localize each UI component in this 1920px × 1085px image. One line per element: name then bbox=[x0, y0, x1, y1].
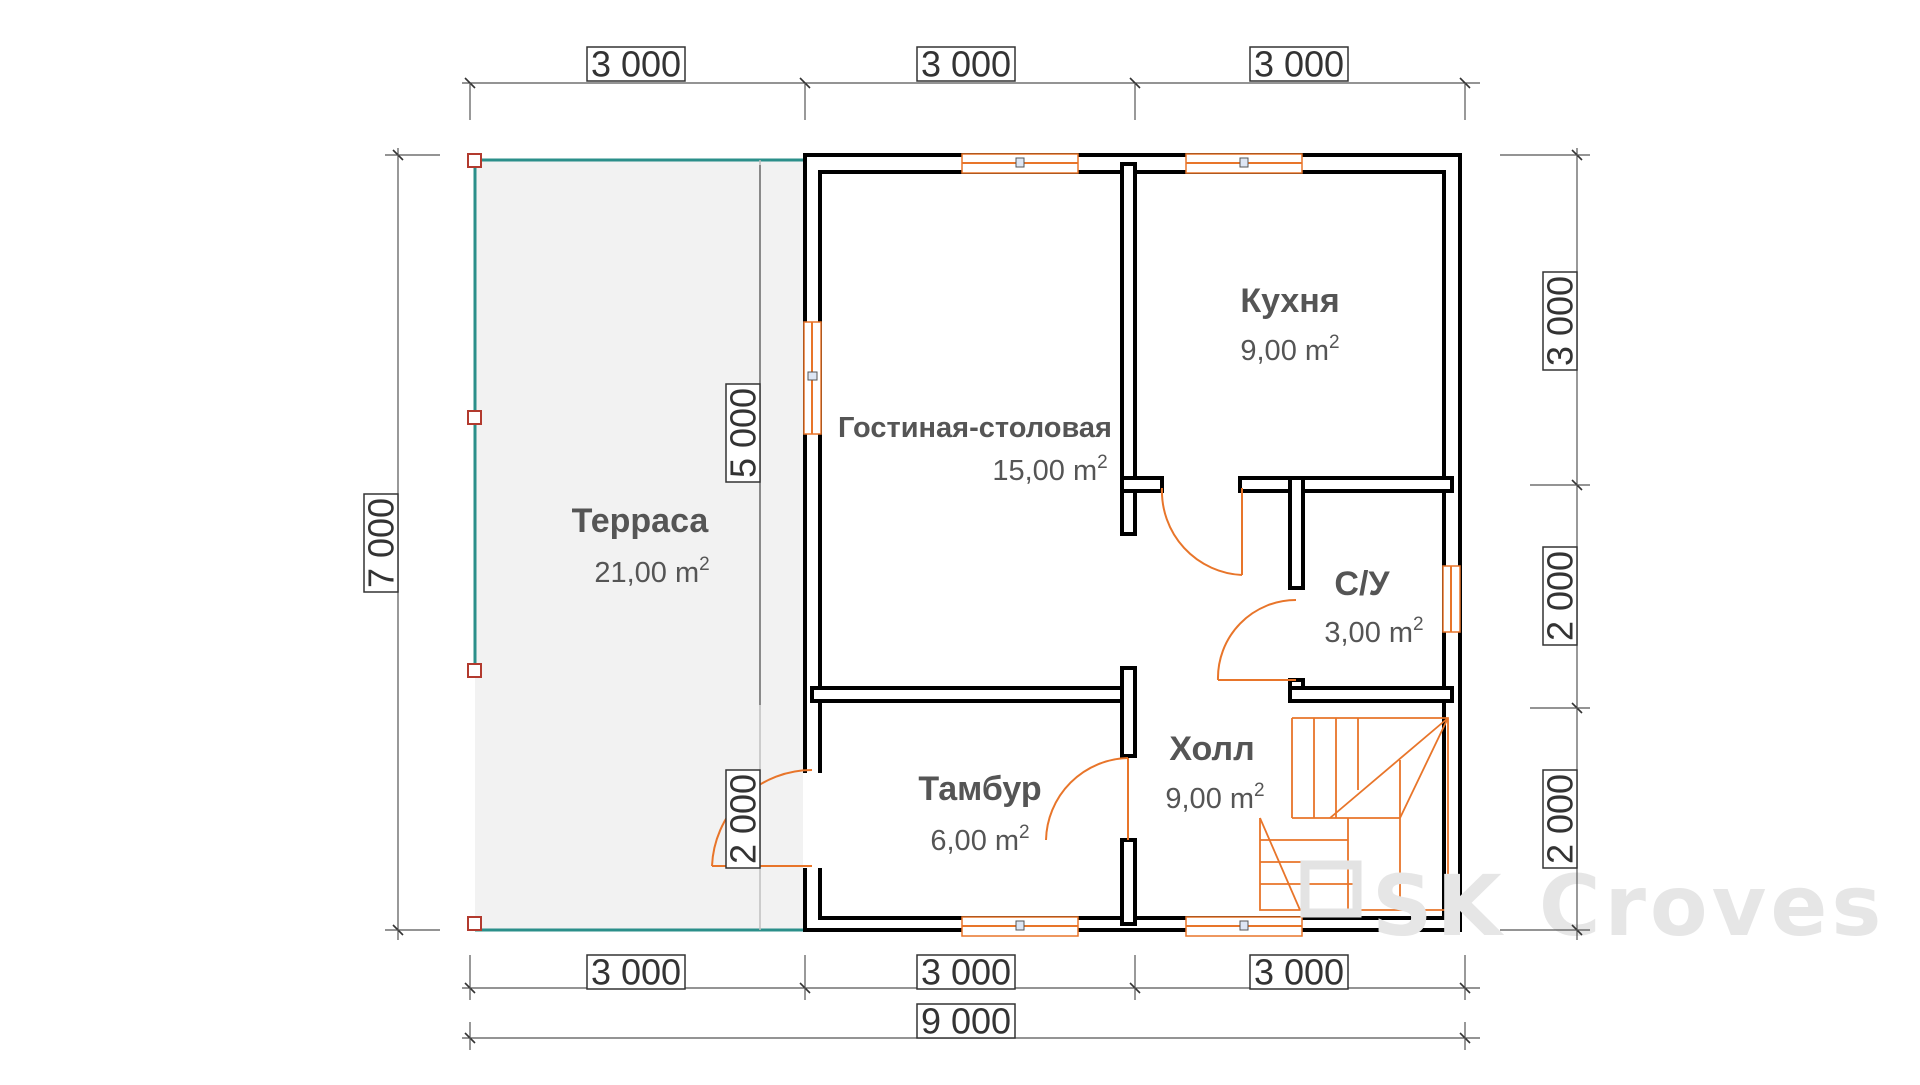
svg-text:3 000: 3 000 bbox=[921, 952, 1011, 993]
dim-terrace-upper: 5 000 bbox=[723, 383, 764, 483]
room-area-hall: 9,00 m2 bbox=[1165, 780, 1264, 815]
watermark: SK Croves bbox=[1300, 857, 1885, 955]
svg-text:2 000: 2 000 bbox=[1540, 551, 1581, 641]
dim-top-2: 3 000 bbox=[916, 44, 1016, 85]
room-name-kitchen: Кухня bbox=[1240, 282, 1339, 320]
svg-text:9 000: 9 000 bbox=[921, 1001, 1011, 1042]
wall-kitchen-bottom-left bbox=[1120, 476, 1164, 493]
svg-text:7 000: 7 000 bbox=[361, 498, 402, 588]
watermark-text: SK Croves bbox=[1372, 857, 1885, 955]
terrace-post bbox=[467, 663, 482, 678]
terrace bbox=[467, 153, 805, 932]
room-labels: Терраса 21,00 m2 Гостиная-столовая 15,00… bbox=[572, 282, 1424, 857]
dim-top-3: 3 000 bbox=[1249, 44, 1349, 85]
terrace-post bbox=[467, 153, 482, 168]
room-area-bathroom: 3,00 m2 bbox=[1324, 614, 1423, 649]
svg-text:3 000: 3 000 bbox=[591, 44, 681, 85]
staircase bbox=[1259, 717, 1449, 911]
dim-right-1: 3 000 bbox=[1540, 271, 1581, 371]
walls bbox=[803, 153, 1462, 932]
terrace-post bbox=[467, 410, 482, 425]
room-area-kitchen: 9,00 m2 bbox=[1240, 332, 1339, 367]
dim-right-2: 2 000 bbox=[1540, 546, 1581, 646]
dim-bottom-1: 3 000 bbox=[586, 952, 686, 993]
window-vestibule-bottom bbox=[961, 916, 1079, 937]
svg-text:2 000: 2 000 bbox=[723, 774, 764, 864]
door-bathroom bbox=[1216, 599, 1297, 681]
room-name-hall: Холл bbox=[1169, 730, 1254, 768]
room-area-terrace: 21,00 m2 bbox=[594, 554, 709, 589]
wall-bathroom-bottom bbox=[1288, 686, 1454, 703]
dim-top-1: 3 000 bbox=[586, 44, 686, 85]
window-hall-bottom bbox=[1185, 916, 1303, 937]
room-area-living: 15,00 m2 bbox=[992, 452, 1107, 487]
svg-text:5 000: 5 000 bbox=[723, 388, 764, 478]
door-vestibule-hall bbox=[1045, 757, 1129, 841]
window-living-left bbox=[803, 321, 822, 435]
room-name-vestibule: Тамбур bbox=[918, 770, 1041, 808]
wall-vestibule-lower bbox=[1120, 838, 1137, 926]
svg-text:2 000: 2 000 bbox=[1540, 774, 1581, 864]
svg-text:3 000: 3 000 bbox=[1540, 276, 1581, 366]
room-area-vestibule: 6,00 m2 bbox=[930, 822, 1029, 857]
window-kitchen-top bbox=[1185, 153, 1303, 174]
room-name-living: Гостиная-столовая bbox=[838, 412, 1112, 444]
wall-vestibule-upper bbox=[1120, 666, 1137, 758]
svg-text:3 000: 3 000 bbox=[1254, 952, 1344, 993]
window-bathroom-right bbox=[1442, 565, 1461, 633]
svg-text:3 000: 3 000 bbox=[591, 952, 681, 993]
dim-terrace-lower: 2 000 bbox=[723, 769, 764, 869]
dim-total-width: 9 000 bbox=[916, 1001, 1016, 1042]
windows bbox=[803, 153, 1461, 937]
dim-right-3: 2 000 bbox=[1540, 769, 1581, 869]
wall-living-kitchen bbox=[1120, 162, 1137, 536]
room-name-bathroom: С/У bbox=[1334, 565, 1390, 603]
doors bbox=[711, 487, 1297, 868]
wall-kitchen-bottom-right bbox=[1238, 476, 1454, 493]
dim-bottom-3: 3 000 bbox=[1249, 952, 1349, 993]
svg-text:3 000: 3 000 bbox=[921, 44, 1011, 85]
dimensions: 3 000 3 000 3 000 3 000 3 000 3 000 9 00… bbox=[361, 44, 1590, 1050]
terrace-post bbox=[467, 916, 482, 931]
window-living-top bbox=[961, 153, 1079, 174]
dim-bottom-2: 3 000 bbox=[916, 952, 1016, 993]
wall-living-bottom bbox=[810, 686, 1124, 703]
room-name-terrace: Терраса bbox=[572, 502, 710, 540]
wall-bathroom-upper bbox=[1288, 476, 1305, 590]
dim-left-total: 7 000 bbox=[361, 493, 402, 593]
door-kitchen bbox=[1160, 487, 1243, 576]
svg-text:3 000: 3 000 bbox=[1254, 44, 1344, 85]
watermark-logo-icon bbox=[1300, 860, 1362, 918]
